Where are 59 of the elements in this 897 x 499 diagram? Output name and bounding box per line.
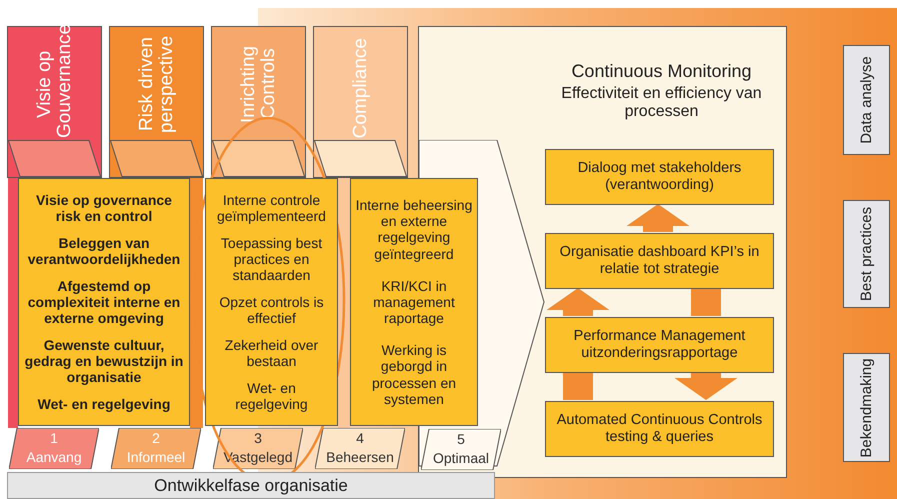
column-heading: Inrichting Controls: [238, 44, 278, 125]
block-arrow: [626, 204, 690, 232]
stage-tab: [421, 429, 501, 470]
stage-number: 5: [456, 432, 466, 446]
criteria-text: Afgestemd op complexiteit interne en externe omgeving: [26, 278, 182, 326]
side-panel: [843, 353, 890, 462]
criteria-text: KRI/KCI in management raportage: [372, 278, 456, 326]
phase-bar: [7, 472, 495, 499]
subheading-text: Effectiviteit en efficiency van processen: [560, 85, 763, 122]
side-label: Bekendmaking: [858, 358, 874, 458]
step-box: [545, 317, 774, 373]
step-text: Organisatie dashboard KPI’s in relatie tot strategie: [558, 244, 760, 278]
criteria-text: Visie op governance risk en control: [35, 192, 173, 224]
step-text: Automated Continuous Controls testing & queries: [556, 412, 764, 446]
stage-name: Optimaal: [432, 451, 490, 465]
stage-number: 3: [253, 431, 263, 445]
step-box: [545, 233, 774, 289]
stage-column: [109, 26, 204, 178]
stage-name: Beheersen: [325, 450, 395, 464]
criteria-text: Gewenste cultuur, gedrag en bewustzijn in organisatie: [24, 336, 184, 386]
step-box: [545, 149, 774, 205]
criteria-text: Interne beheersing en externe regelgeving geïntegreerd: [355, 197, 473, 262]
criteria-text: Wet- en regelgeving: [234, 380, 309, 412]
stage-column: [313, 26, 408, 178]
step-text: Dialoog met stakeholders (verantwoording): [576, 160, 742, 194]
criteria-text: Wet- en regelgeving: [38, 396, 170, 412]
stage-number: 1: [49, 431, 59, 445]
step-box: [545, 401, 774, 457]
criteria-text: Interne controle geïmplementeerd: [216, 192, 327, 224]
criteria-box: [18, 178, 190, 426]
criteria-text: Opzet controls is effectief: [218, 294, 325, 326]
criteria-box: [205, 178, 338, 426]
stage-name: Informeel: [126, 450, 186, 464]
criteria-text: Zekerheid over bestaan: [224, 336, 320, 370]
stage-name: Aanvang: [25, 450, 83, 464]
step-text: Performance Management uitzonderingsrapportage: [572, 328, 746, 362]
block-arrow: [546, 288, 610, 316]
stage-tab: [111, 428, 201, 469]
criteria-text: Werking is geborgd in processen en systemen: [370, 342, 458, 407]
criteria-text: Beleggen van verantwoordelijkheden: [26, 234, 182, 268]
stage-tab: [9, 428, 99, 469]
side-label: Best practices: [858, 206, 874, 302]
stage-name: Vastgelegd: [222, 450, 294, 464]
stage-column: [7, 26, 102, 178]
column-heading: Compliance: [350, 38, 370, 138]
criteria-text: Toepassing best practices en standaarden: [220, 234, 324, 284]
block-arrow: [674, 372, 738, 400]
side-panel: [843, 45, 890, 155]
heading-text: Continuous Monitoring: [570, 61, 753, 82]
column-heading: Risk driven perspective: [136, 34, 176, 135]
criteria-box: [350, 178, 478, 426]
stage-number: 4: [355, 431, 365, 445]
stage-tab: [315, 428, 405, 469]
stage-tab: [213, 428, 303, 469]
stage-column: [211, 26, 306, 178]
side-label: Data analyse: [858, 56, 874, 144]
side-panel: [843, 200, 890, 308]
phase-label: Ontwikkelfase organisatie: [154, 476, 348, 496]
stage-number: 2: [151, 431, 161, 445]
